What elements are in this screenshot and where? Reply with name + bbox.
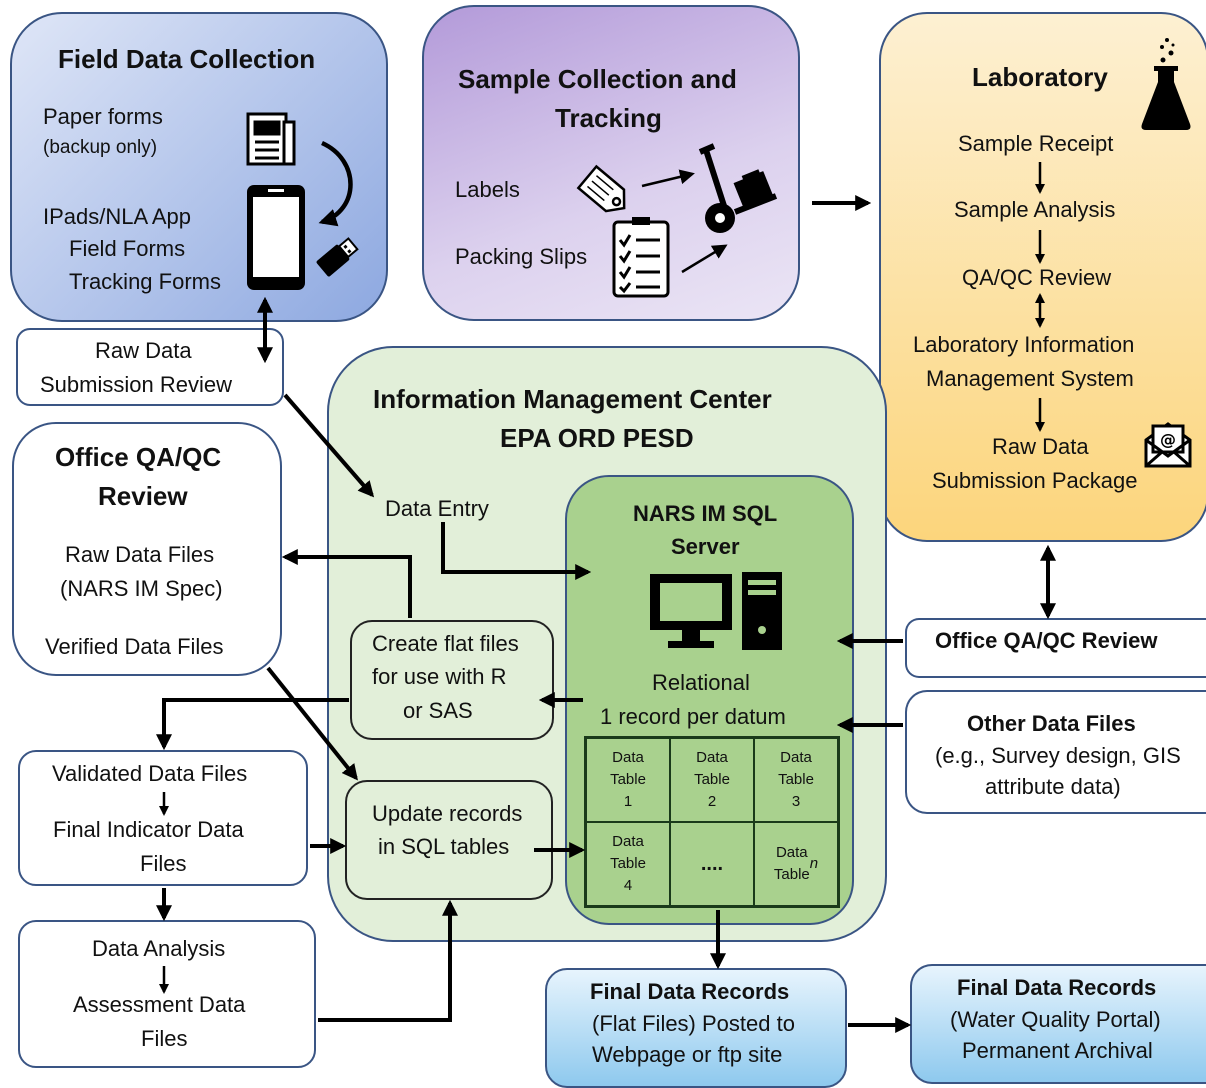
final-flat-title: Final Data Records bbox=[590, 979, 790, 1004]
sql-relational: Relational bbox=[652, 670, 750, 695]
tag-icon bbox=[576, 164, 626, 213]
analysis-line-1: Data Analysis bbox=[92, 936, 226, 961]
field-title: Field Data Collection bbox=[58, 44, 316, 74]
update-line-1: Update records bbox=[372, 801, 523, 826]
field-field-forms: Field Forms bbox=[69, 236, 186, 261]
lab-lims-1: Laboratory Information bbox=[913, 332, 1135, 357]
flask-icon bbox=[1141, 38, 1191, 130]
arrow-paper-phone bbox=[318, 140, 353, 227]
sql-per-datum: 1 record per datum bbox=[600, 704, 786, 729]
update-line-2: in SQL tables bbox=[378, 834, 510, 859]
analysis-box bbox=[18, 920, 316, 1068]
phone-icon bbox=[247, 185, 305, 290]
office-qaqc-left-box bbox=[12, 422, 282, 676]
data-table-cell-2: Data Table 2 bbox=[670, 738, 754, 822]
office-left-title-1: Office QA/QC bbox=[55, 442, 222, 472]
validated-box bbox=[18, 750, 308, 886]
update-records-box bbox=[345, 780, 553, 900]
data-table-cell-3: Data Table 3 bbox=[754, 738, 838, 822]
final-wqp-line-3: Permanent Archival bbox=[962, 1038, 1153, 1063]
lab-qa-qc-review: QA/QC Review bbox=[962, 265, 1112, 290]
other-line-2: (e.g., Survey design, GIS bbox=[935, 743, 1181, 768]
computer-icon bbox=[650, 572, 782, 650]
arrow-slips-dolly bbox=[681, 244, 728, 274]
lab-lims-2: Management System bbox=[926, 366, 1134, 391]
sample-collection-box bbox=[422, 5, 800, 321]
office-left-title-2: Review bbox=[98, 481, 188, 511]
arrow-entry-sql bbox=[441, 522, 592, 580]
field-paper-forms: Paper forms bbox=[43, 104, 163, 129]
raw-review-1: Raw Data bbox=[95, 338, 192, 363]
flat-line-1: Create flat files bbox=[372, 631, 519, 656]
imc-title-2: EPA ORD PESD bbox=[500, 423, 694, 453]
lab-title: Laboratory bbox=[972, 62, 1108, 92]
checklist-icon bbox=[612, 217, 670, 298]
arrow-labels-dolly bbox=[641, 169, 695, 188]
lab-sample-analysis: Sample Analysis bbox=[954, 197, 1116, 222]
final-flat-line-3: Webpage or ftp site bbox=[592, 1042, 783, 1067]
sample-labels: Labels bbox=[455, 177, 520, 202]
field-ipads: IPads/NLA App bbox=[43, 204, 191, 229]
create-flat-files-box bbox=[350, 620, 554, 740]
lab-raw-pkg-1: Raw Data bbox=[992, 434, 1089, 459]
final-flat-line-2: (Flat Files) Posted to bbox=[592, 1011, 795, 1036]
analysis-line-3: Files bbox=[141, 1026, 188, 1051]
sql-title-2: Server bbox=[671, 534, 740, 559]
data-table-n-label: n bbox=[809, 855, 819, 873]
data-table-cell-n: Data Table n bbox=[754, 822, 838, 906]
sql-title-1: NARS IM SQL bbox=[633, 501, 778, 526]
lab-sample-receipt: Sample Receipt bbox=[958, 131, 1114, 156]
sql-server-box bbox=[565, 475, 854, 925]
arrow-analysis-update bbox=[318, 899, 458, 1022]
sample-packing-slips: Packing Slips bbox=[455, 244, 588, 269]
raw-data-review-box bbox=[16, 328, 284, 406]
imc-data-entry: Data Entry bbox=[385, 496, 489, 521]
data-table-cell-ellipsis: .... bbox=[670, 822, 754, 906]
flat-line-2: for use with R bbox=[372, 664, 507, 689]
data-table-cell-1: Data Table 1 bbox=[586, 738, 670, 822]
other-line-3: attribute data) bbox=[985, 774, 1121, 799]
office-left-raw-files: Raw Data Files bbox=[65, 542, 215, 567]
validated-line-2: Final Indicator Data bbox=[53, 817, 244, 842]
field-tracking-forms: Tracking Forms bbox=[69, 269, 221, 294]
lab-raw-pkg-2: Submission Package bbox=[932, 468, 1138, 493]
final-wqp-line-2: (Water Quality Portal) bbox=[950, 1007, 1161, 1032]
field-backup-only: (backup only) bbox=[43, 137, 158, 158]
raw-review-2: Submission Review bbox=[40, 372, 232, 397]
data-table-grid: Data Table 1 Data Table 2 Data Table 3 D… bbox=[584, 736, 840, 908]
validated-line-3: Files bbox=[140, 851, 187, 876]
final-wqp-title: Final Data Records bbox=[957, 975, 1157, 1000]
usb-icon bbox=[316, 237, 359, 277]
sample-title-1: Sample Collection and bbox=[458, 64, 737, 94]
arrow-flat-validated bbox=[156, 698, 349, 751]
office-left-verified: Verified Data Files bbox=[45, 634, 224, 659]
data-table-cell-4: Data Table 4 bbox=[586, 822, 670, 906]
office-right-title: Office QA/QC Review bbox=[935, 628, 1158, 653]
other-title: Other Data Files bbox=[967, 711, 1136, 736]
final-flat-box bbox=[545, 968, 847, 1088]
hand-truck-icon bbox=[698, 143, 778, 233]
arrow-review-entry bbox=[283, 393, 375, 498]
imc-title-1: Information Management Center bbox=[373, 384, 772, 414]
svg-text:@: @ bbox=[1160, 430, 1176, 449]
other-data-box bbox=[905, 690, 1206, 814]
envelope-icon: @ bbox=[1144, 422, 1192, 468]
analysis-line-2: Assessment Data bbox=[73, 992, 246, 1017]
newspaper-icon bbox=[246, 112, 296, 166]
arrow-office-update bbox=[266, 666, 358, 781]
flat-line-3: or SAS bbox=[403, 698, 473, 723]
validated-line-1: Validated Data Files bbox=[52, 761, 248, 786]
arrow-flat-office bbox=[281, 549, 412, 618]
office-left-nars-spec: (NARS IM Spec) bbox=[60, 576, 223, 601]
sample-title-2: Tracking bbox=[555, 103, 662, 133]
